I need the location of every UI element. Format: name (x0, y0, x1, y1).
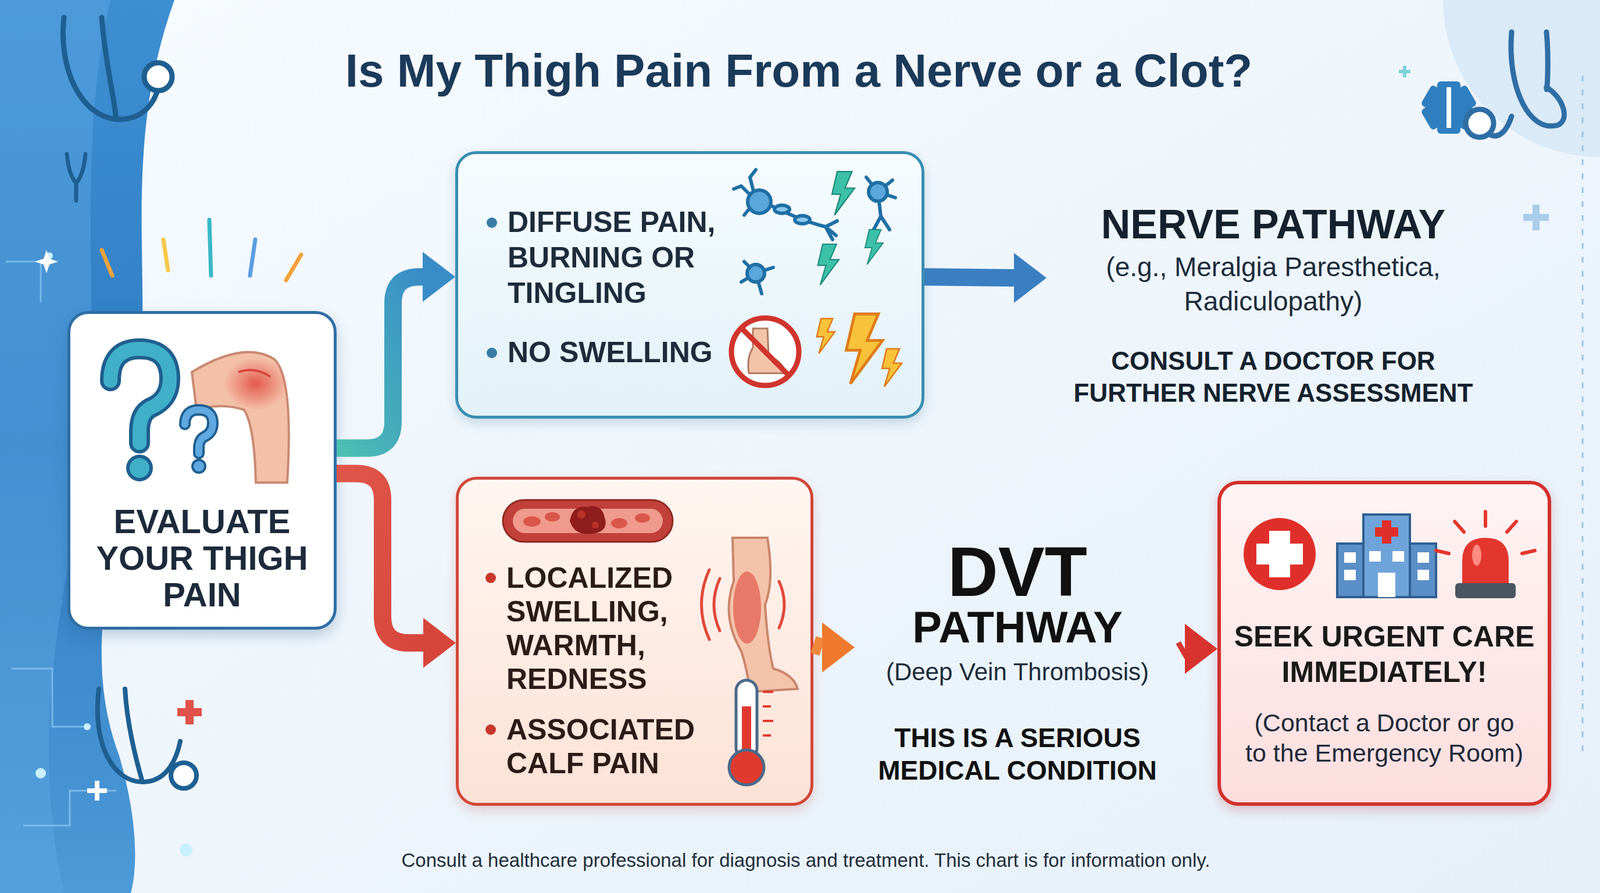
flow-arrow (1180, 623, 1218, 674)
arrow-shaft (813, 644, 823, 648)
knee-illustration (191, 352, 289, 483)
arrow-head (1184, 623, 1218, 674)
clotted-vessel (502, 500, 673, 542)
node-heading: EVALUATE YOUR THIGH PAIN (79, 502, 325, 613)
arrow-shaft (336, 276, 423, 448)
node-heading: LOCALIZED SWELLING, WARMTH, REDNESS (506, 561, 693, 696)
bullet-dot (485, 572, 496, 584)
lightning-bolt (818, 171, 884, 285)
medical-cross (1243, 518, 1316, 591)
pathway-label: NERVE PATHWAY(e.g., Meralgia Paresthetic… (1046, 191, 1500, 425)
bullet-dot (486, 217, 498, 228)
arrow-shaft (924, 276, 1014, 278)
arrow-head (423, 618, 456, 669)
no-swelling-icon (731, 318, 799, 386)
lightning-bolt (816, 313, 902, 387)
arrow-shaft (1180, 648, 1185, 652)
node-text: (Contact a Doctor or go to the Emergency… (1243, 707, 1526, 769)
symptom-box: LOCALIZED SWELLING, WARMTH, REDNESS ASSOC… (455, 476, 814, 806)
urgent-box: SEEK URGENT CARE IMMEDIATELY! (Contact a … (1217, 480, 1552, 806)
node-text: (Deep Vein Thrombosis) (854, 656, 1181, 688)
stethoscope-icon (62, 17, 173, 120)
title: Is My Thigh Pain From a Nerve or a Clot? (101, 43, 1497, 99)
arrow-head (822, 622, 855, 673)
flow-arrow (336, 251, 456, 448)
node-heading: DVT (854, 533, 1181, 610)
corner-circle (1443, 0, 1600, 157)
arrow-shaft (336, 473, 424, 643)
node-text: (e.g., Meralgia Paresthetica, Radiculopa… (1063, 250, 1483, 319)
arrow-head (422, 251, 456, 302)
flow-arrow (813, 622, 855, 673)
neuron-icon (733, 169, 896, 294)
node-heading: SEEK URGENT CARE IMMEDIATELY! (1227, 619, 1542, 691)
arrow-head (1013, 252, 1047, 303)
symptom-box: DIFFUSE PAIN, BURNING OR TINGLING NO SWEL… (455, 151, 925, 419)
stethoscope-icon (97, 688, 197, 789)
stethoscope-small (66, 154, 86, 201)
question-mark (110, 348, 213, 480)
start-box: EVALUATE YOUR THIGH PAIN (67, 311, 337, 630)
sparkle-lines (101, 219, 302, 281)
swollen-leg (701, 537, 799, 692)
flow-arrow (924, 252, 1047, 303)
hospital-icon (1337, 514, 1437, 598)
node-text: NO SWELLING (507, 334, 764, 371)
thermometer (729, 680, 774, 785)
node-text: PATHWAY (854, 602, 1181, 652)
node-heading: NERVE PATHWAY (1046, 202, 1500, 247)
pathway-label: DVTPATHWAY (Deep Vein Thrombosis) THIS IS … (854, 529, 1181, 791)
dashed-line (1581, 75, 1584, 756)
node-text: CONSULT A DOCTOR FOR FURTHER NERVE ASSES… (1052, 344, 1495, 409)
node-heading: DIFFUSE PAIN, BURNING OR TINGLING (507, 204, 764, 312)
bullet-dot (485, 724, 496, 735)
node-text: THIS IS A SERIOUS MEDICAL CONDITION (854, 721, 1181, 787)
stethoscope-icon (1465, 31, 1564, 138)
caption: Consult a healthcare professional for di… (108, 847, 1504, 874)
siren-icon (1436, 511, 1535, 599)
bullet-dot (486, 347, 498, 359)
node-text: ASSOCIATED CALF PAIN (506, 712, 716, 781)
flow-arrow (336, 473, 456, 668)
